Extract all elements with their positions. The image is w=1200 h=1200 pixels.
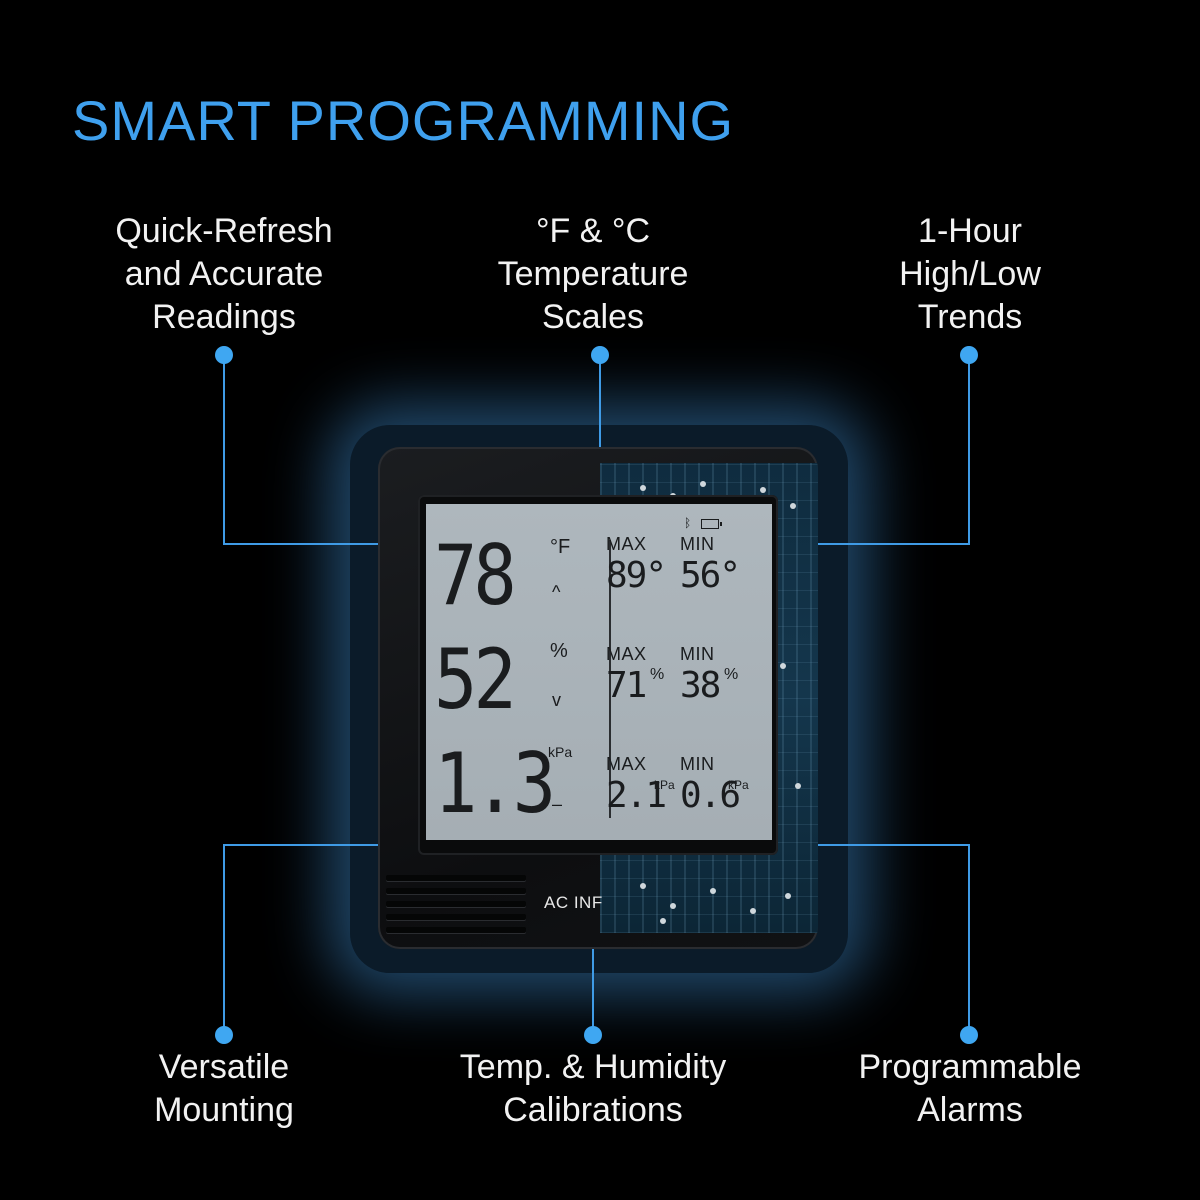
feature-versatile-mounting: Versatile Mounting: [74, 1046, 374, 1132]
feature-line: Temperature: [497, 255, 689, 293]
feature-line: Mounting: [154, 1091, 294, 1129]
vpd-max-unit: kPa: [654, 778, 675, 792]
humidity-unit: %: [550, 640, 568, 662]
vpd-min-label: MIN: [680, 754, 715, 774]
feature-quick-refresh: Quick-Refresh and Accurate Readings: [74, 210, 374, 339]
callout-line-high-low: [818, 355, 970, 545]
feature-line: Scales: [541, 298, 645, 336]
feature-line: 1-Hour: [918, 212, 1022, 250]
feature-temperature-scales: °F & °C Temperature Scales: [443, 210, 743, 339]
device-vents: [386, 875, 526, 940]
feature-high-low-trends: 1-Hour High/Low Trends: [820, 210, 1120, 339]
callout-line-quick-refresh: [223, 355, 378, 545]
hum-min-label: MIN: [680, 644, 715, 664]
feature-line: Temp. & Humidity: [459, 1048, 727, 1086]
callout-line-alarms: [818, 844, 970, 1035]
bluetooth-icon: ᛒ: [684, 516, 692, 530]
humidity-reading: 52: [434, 631, 517, 728]
temp-min-label: MIN: [680, 534, 715, 554]
thermo-hygrometer-device: ᛒ 78 °F ^ 52 % v 1.3 kPa – MAX MIN 89° 5…: [378, 447, 818, 949]
feature-line: Programmable: [858, 1048, 1082, 1086]
feature-line: Trends: [917, 298, 1023, 336]
hum-max-value: 71: [606, 665, 647, 706]
vpd-unit: kPa: [548, 744, 573, 760]
brand-logo: AC INF: [544, 893, 603, 912]
vpd-min-unit: kPa: [728, 778, 749, 792]
feature-calibrations: Temp. & Humidity Calibrations: [443, 1046, 743, 1132]
callout-line-mounting: [223, 844, 378, 1035]
vpd-max-label: MAX: [606, 754, 647, 774]
feature-line: Calibrations: [503, 1091, 683, 1129]
feature-programmable-alarms: Programmable Alarms: [820, 1046, 1120, 1132]
hum-max-label: MAX: [606, 644, 647, 664]
callout-dot: [591, 346, 609, 364]
temperature-reading: 78: [434, 527, 517, 624]
callout-dot: [960, 346, 978, 364]
temperature-unit: °F: [550, 536, 571, 558]
temp-max-label: MAX: [606, 534, 647, 554]
callout-dot: [960, 1026, 978, 1044]
humidity-trend-icon: v: [552, 690, 561, 710]
vpd-reading: 1.3: [434, 735, 556, 832]
hum-min-value: 38: [680, 665, 721, 706]
feature-line: °F & °C: [535, 212, 651, 250]
battery-icon: [700, 518, 722, 529]
lcd-screen: ᛒ 78 °F ^ 52 % v 1.3 kPa – MAX MIN 89° 5…: [426, 504, 772, 840]
page-title: SMART PROGRAMMING: [72, 89, 735, 152]
temperature-trend-icon: ^: [552, 582, 561, 602]
feature-line: High/Low: [899, 255, 1041, 293]
feature-line: Alarms: [917, 1091, 1023, 1129]
callout-dot: [215, 346, 233, 364]
vpd-min-value: 0.6: [680, 775, 741, 816]
hum-max-unit: %: [650, 666, 665, 683]
feature-line: Readings: [152, 298, 296, 336]
callout-dot: [215, 1026, 233, 1044]
temp-max-value: 89°: [606, 555, 667, 596]
callout-dot: [584, 1026, 602, 1044]
temp-min-value: 56°: [680, 555, 741, 596]
feature-line: Quick-Refresh: [115, 212, 333, 250]
lcd-divider: [609, 540, 611, 818]
status-bar: ᛒ: [684, 516, 722, 530]
feature-line: and Accurate: [124, 255, 324, 293]
vpd-max-value: 2.1: [606, 775, 667, 816]
vpd-trend-icon: –: [552, 794, 563, 814]
feature-line: Versatile: [158, 1048, 290, 1086]
hum-min-unit: %: [724, 666, 739, 683]
